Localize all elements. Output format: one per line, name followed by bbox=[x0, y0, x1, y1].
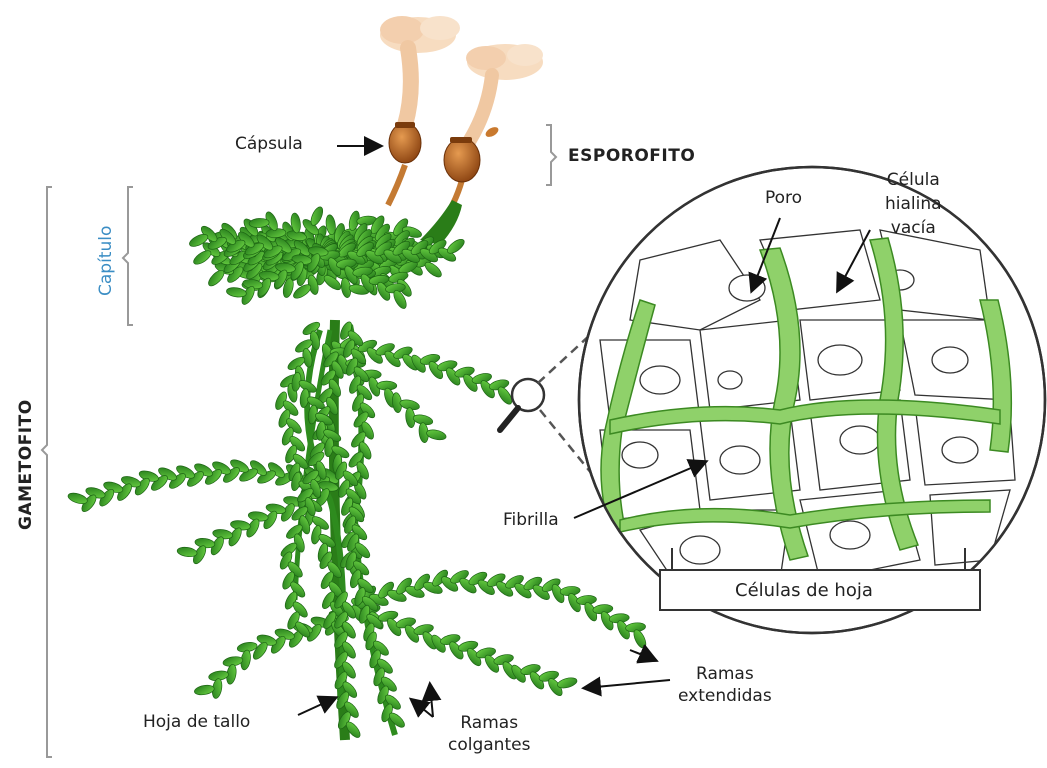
celulas-de-hoja-label: Células de hoja bbox=[735, 580, 873, 602]
sporophyte-stalk-left bbox=[388, 165, 405, 205]
leaf-cells-magnified bbox=[579, 167, 1045, 633]
esporofito-label: ESPOROFITO bbox=[568, 146, 695, 166]
ramas-extendidas-label: Ramas extendidas bbox=[678, 663, 772, 707]
poro-label: Poro bbox=[765, 188, 802, 208]
capitulum bbox=[188, 205, 467, 310]
gametofito-label: GAMETOFITO bbox=[16, 399, 36, 530]
gametofito-bracket bbox=[42, 187, 52, 757]
capitulo-bracket bbox=[123, 187, 133, 325]
hoja-de-tallo-label: Hoja de tallo bbox=[143, 712, 250, 732]
capsule-left bbox=[389, 122, 421, 163]
ramas-colgantes-line1: Ramas bbox=[448, 712, 530, 734]
spore-cloud bbox=[380, 16, 543, 140]
celula-hialina-label: Célula hialina vacía bbox=[885, 168, 942, 240]
ramas-colgantes-line2: colgantes bbox=[448, 734, 530, 756]
capsula-label: Cápsula bbox=[235, 134, 303, 154]
gametophyte-plant bbox=[67, 205, 648, 740]
ramas-extendidas-line2: extendidas bbox=[678, 685, 772, 707]
ramas-extendidas-line1: Ramas bbox=[678, 663, 772, 685]
fibrilla-label: Fibrilla bbox=[503, 510, 559, 530]
celula-hialina-line3: vacía bbox=[885, 216, 942, 240]
ramas-colgantes-label: Ramas colgantes bbox=[448, 712, 530, 756]
capitulo-label: Capítulo bbox=[96, 226, 116, 296]
celula-hialina-line1: Célula bbox=[885, 168, 942, 192]
esporofito-bracket bbox=[546, 125, 556, 185]
celula-hialina-line2: hialina bbox=[885, 192, 942, 216]
